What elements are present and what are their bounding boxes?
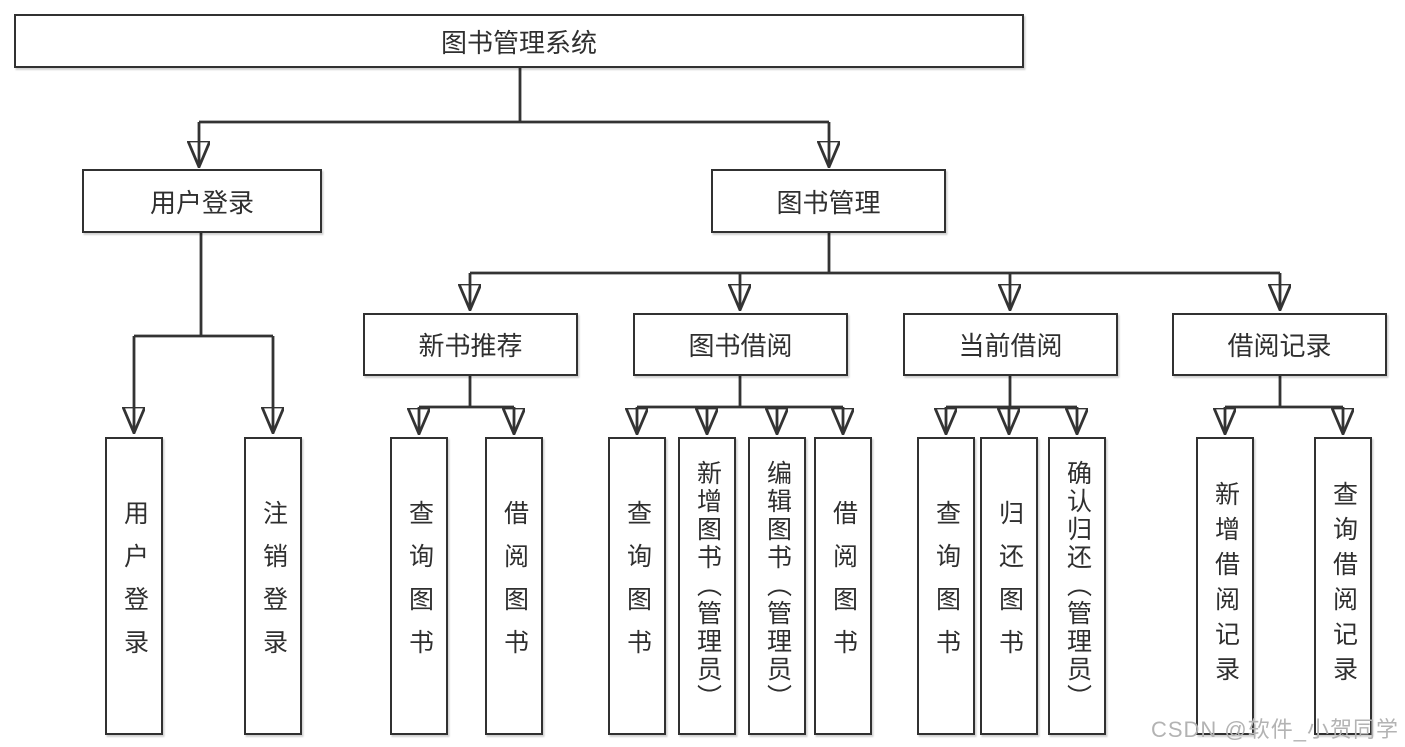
leaf-cb-query-book-label: 查询图书: [932, 500, 961, 672]
node-current-borrow: 当前借阅: [903, 313, 1118, 376]
leaf-br-query-record: 查询借阅记录: [1314, 437, 1372, 735]
node-user-login-label: 用户登录: [149, 187, 254, 218]
connector-new-book-children: [419, 376, 514, 434]
connector-user-login-children: [134, 233, 273, 433]
leaf-nbr-query-book: 查询图书: [390, 437, 448, 735]
leaf-bb-edit-book-admin-label: 编辑图书（管理员）: [763, 460, 792, 712]
leaf-bb-borrow-book-label: 借阅图书: [829, 500, 858, 672]
leaf-nbr-borrow-book: 借阅图书: [485, 437, 543, 735]
leaf-logout-label: 注销登录: [259, 500, 288, 672]
connector-current-borrow-children: [946, 376, 1077, 434]
connector-book-management-children: [470, 232, 1280, 310]
leaf-user-login-label: 用户登录: [120, 500, 149, 672]
leaf-br-add-record-label: 新增借阅记录: [1211, 481, 1240, 691]
leaf-logout: 注销登录: [244, 437, 302, 735]
leaf-nbr-borrow-book-label: 借阅图书: [500, 500, 529, 672]
node-book-management: 图书管理: [711, 169, 946, 233]
leaf-br-query-record-label: 查询借阅记录: [1329, 481, 1358, 691]
node-book-management-label: 图书管理: [776, 187, 881, 218]
leaf-cb-confirm-return-admin: 确认归还（管理员）: [1048, 437, 1106, 735]
node-book-borrow-label: 图书借阅: [688, 331, 793, 361]
leaf-bb-query-book-label: 查询图书: [623, 500, 652, 672]
leaf-br-add-record: 新增借阅记录: [1196, 437, 1254, 735]
leaf-bb-add-book-admin-label: 新增图书（管理员）: [693, 460, 722, 712]
leaf-cb-return-book: 归还图书: [980, 437, 1038, 735]
leaf-user-login: 用户登录: [105, 437, 163, 735]
leaf-bb-query-book: 查询图书: [608, 437, 666, 735]
leaf-cb-query-book: 查询图书: [917, 437, 975, 735]
node-new-book-recommend: 新书推荐: [363, 313, 578, 376]
node-current-borrow-label: 当前借阅: [958, 331, 1063, 361]
node-borrow-record-label: 借阅记录: [1227, 331, 1332, 361]
node-user-login: 用户登录: [82, 169, 322, 233]
connector-borrow-record-children: [1225, 376, 1343, 434]
node-new-book-recommend-label: 新书推荐: [418, 331, 523, 361]
connector-book-borrow-children: [637, 376, 843, 434]
leaf-bb-borrow-book: 借阅图书: [814, 437, 872, 735]
watermark: CSDN @软件_小贺同学: [1150, 717, 1399, 742]
node-book-borrow: 图书借阅: [633, 313, 848, 376]
leaf-nbr-query-book-label: 查询图书: [405, 500, 434, 672]
node-root-label: 图书管理系统: [440, 27, 597, 58]
connector-root-to-level2: [199, 68, 829, 167]
node-borrow-record: 借阅记录: [1172, 313, 1387, 376]
leaf-cb-confirm-return-admin-label: 确认归还（管理员）: [1063, 460, 1092, 712]
leaf-bb-edit-book-admin: 编辑图书（管理员）: [748, 437, 806, 735]
leaf-cb-return-book-label: 归还图书: [995, 500, 1024, 672]
leaf-bb-add-book-admin: 新增图书（管理员）: [678, 437, 736, 735]
node-root: 图书管理系统: [14, 14, 1024, 68]
